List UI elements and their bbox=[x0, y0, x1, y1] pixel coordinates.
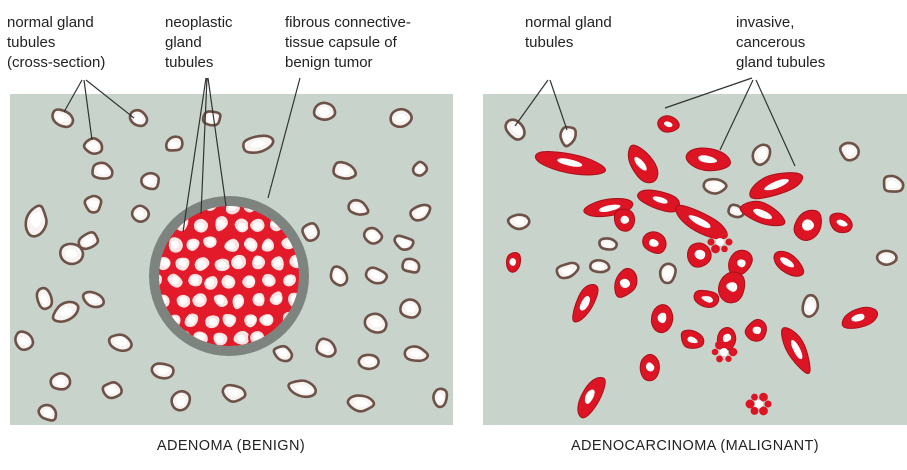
neoplastic-cell bbox=[243, 237, 259, 253]
adenocarcinoma-panel bbox=[483, 94, 907, 425]
neoplastic-cell bbox=[203, 275, 219, 291]
label-neoplastic-line1: neoplastic bbox=[165, 14, 233, 31]
label-normal-right-line1: normal gland bbox=[525, 14, 612, 31]
normal-tubule bbox=[884, 176, 903, 192]
normal-tubule bbox=[130, 110, 147, 126]
neoplastic-cell bbox=[258, 313, 274, 327]
label-neoplastic-line2: gland bbox=[165, 34, 202, 51]
normal-tubule bbox=[84, 138, 102, 153]
normal-tubule bbox=[364, 228, 382, 243]
normal-tubule bbox=[314, 103, 335, 120]
neoplastic-cell bbox=[233, 217, 249, 233]
cancerous-tubule bbox=[651, 305, 672, 333]
neoplastic-cell bbox=[249, 218, 266, 233]
neoplastic-cell bbox=[213, 258, 231, 273]
neoplastic-cell bbox=[261, 237, 276, 252]
neoplastic-cell bbox=[223, 238, 240, 253]
normal-tubule bbox=[877, 251, 896, 265]
neoplastic-cell bbox=[232, 330, 250, 346]
neoplastic-cell bbox=[230, 254, 247, 271]
label-capsule-line1: fibrous connective- bbox=[285, 14, 411, 31]
normal-tubule bbox=[753, 145, 770, 165]
label-normal-right-line2: tubules bbox=[525, 34, 573, 51]
neoplastic-cell bbox=[221, 313, 237, 329]
neoplastic-cell bbox=[241, 274, 256, 289]
neoplastic-cell bbox=[202, 235, 218, 249]
normal-tubule bbox=[37, 288, 52, 309]
normal-tubule bbox=[109, 335, 131, 351]
normal-tubule bbox=[840, 143, 858, 160]
normal-tubule bbox=[92, 163, 112, 179]
neoplastic-cell bbox=[220, 274, 236, 290]
neoplastic-cell bbox=[282, 273, 297, 287]
label-normal-left: normal gland tubules (cross-section) bbox=[7, 14, 105, 71]
normal-tubule bbox=[391, 109, 412, 127]
label-normal-left-line3: (cross-section) bbox=[7, 54, 105, 71]
caption-adenoma: ADENOMA (BENIGN) bbox=[157, 438, 305, 454]
normal-tubule bbox=[141, 173, 158, 189]
normal-tubule bbox=[103, 382, 122, 398]
neoplastic-cell bbox=[270, 255, 285, 271]
label-neoplastic: neoplastic gland tubules bbox=[165, 14, 233, 71]
neoplastic-cell bbox=[184, 312, 200, 328]
neoplastic-cell bbox=[168, 236, 184, 254]
neoplastic-cell bbox=[191, 292, 208, 308]
normal-tubule bbox=[172, 391, 190, 410]
label-normal-right: normal gland tubules bbox=[525, 14, 612, 51]
normal-tubule bbox=[403, 259, 420, 273]
normal-tubule bbox=[704, 179, 727, 193]
normal-tubule bbox=[400, 300, 420, 318]
normal-tubule bbox=[51, 373, 70, 389]
label-invasive-line2: cancerous bbox=[736, 34, 805, 51]
label-invasive-line1: invasive, bbox=[736, 14, 794, 31]
normal-tubule bbox=[413, 162, 427, 176]
normal-tubule bbox=[60, 244, 83, 264]
neoplastic-cell bbox=[174, 256, 190, 271]
label-neoplastic-line3: tubules bbox=[165, 54, 213, 71]
label-normal-left-line2: tubules bbox=[7, 34, 55, 51]
neoplastic-cell bbox=[251, 254, 266, 270]
normal-tubule bbox=[359, 355, 379, 369]
neoplastic-cell bbox=[261, 273, 277, 288]
cancerous-tubule bbox=[687, 243, 711, 267]
label-invasive-line3: gland tubules bbox=[736, 54, 825, 71]
label-capsule-line2: tissue capsule of bbox=[285, 34, 398, 51]
normal-tubule bbox=[39, 405, 56, 420]
neoplastic-cell bbox=[176, 294, 192, 309]
cancerous-tubule bbox=[640, 354, 659, 380]
normal-tubule bbox=[433, 389, 447, 407]
normal-tubule bbox=[365, 314, 387, 333]
neoplastic-cell bbox=[193, 218, 209, 234]
neoplastic-cell bbox=[243, 313, 258, 328]
neoplastic-cell bbox=[231, 293, 245, 310]
neoplastic-cell bbox=[185, 238, 200, 253]
normal-tubule bbox=[132, 206, 149, 222]
normal-tubule bbox=[302, 223, 318, 240]
normal-tubule bbox=[85, 196, 101, 212]
label-invasive: invasive, cancerous gland tubules bbox=[736, 14, 825, 71]
normal-tubule bbox=[15, 332, 33, 350]
normal-tubule bbox=[599, 238, 616, 249]
normal-tubule bbox=[590, 260, 609, 272]
label-normal-left-line1: normal gland bbox=[7, 14, 94, 31]
cancerous-tubule bbox=[614, 209, 634, 231]
label-capsule-line3: benign tumor bbox=[285, 54, 373, 71]
neoplastic-cell bbox=[212, 332, 228, 347]
normal-tubule bbox=[166, 137, 182, 151]
normal-tubule bbox=[803, 295, 818, 317]
normal-tubule bbox=[660, 264, 675, 283]
label-capsule: fibrous connective- tissue capsule of be… bbox=[285, 14, 411, 71]
adenoma-panel bbox=[10, 94, 453, 425]
neoplastic-cell bbox=[204, 314, 220, 329]
caption-adenocarcinoma: ADENOCARCINOMA (MALIGNANT) bbox=[571, 438, 819, 454]
normal-tubule bbox=[331, 267, 347, 286]
neoplastic-cell bbox=[187, 273, 203, 288]
normal-tubule bbox=[508, 215, 529, 229]
normal-tubule bbox=[223, 385, 245, 402]
normal-tubule bbox=[152, 364, 174, 379]
neoplastic-cell bbox=[251, 292, 265, 307]
normal-tubule bbox=[348, 396, 374, 412]
